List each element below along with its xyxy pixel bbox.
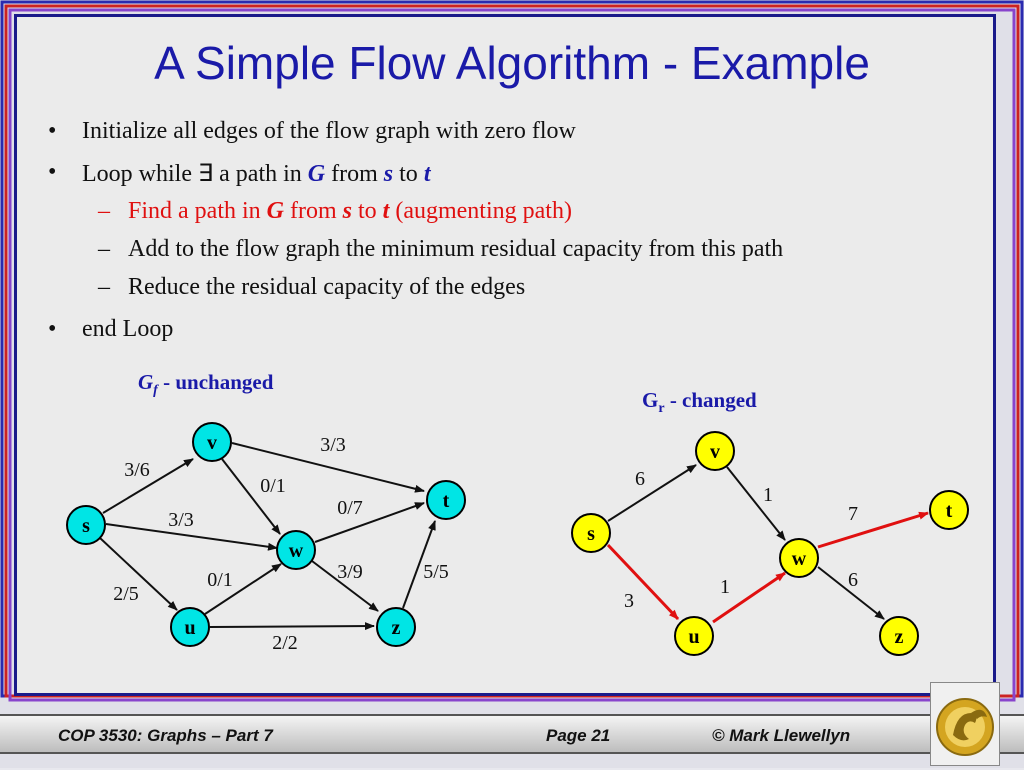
footer: COP 3530: Graphs – Part 7 Page 21 © Mark… xyxy=(0,700,1024,768)
edge-label: 2/2 xyxy=(272,632,298,654)
edge-w-t xyxy=(314,502,425,543)
bullet-text: Add to the flow graph the minimum residu… xyxy=(128,236,784,262)
edge-v-t xyxy=(231,442,425,493)
node-r-t xyxy=(929,490,969,530)
edge-label: 3 xyxy=(624,590,634,612)
slide-title: A Simple Flow Algorithm - Example xyxy=(154,37,870,89)
edge-label: 7 xyxy=(848,503,858,525)
footer-page: Page 21 xyxy=(546,726,611,745)
flow-graphs: v t s w u z v t s w u z 3/6 3/3 0/1 0/7 … xyxy=(66,422,969,656)
bullet-marker: • xyxy=(48,118,57,144)
graph-f-title: Gf - unchanged xyxy=(138,370,274,399)
bullet-marker: • xyxy=(48,316,57,342)
edge-label: 5/5 xyxy=(423,561,449,583)
node-r-v xyxy=(695,431,735,471)
footer-bar xyxy=(0,714,1024,754)
node-s xyxy=(66,505,106,545)
node-r-u xyxy=(674,616,714,656)
node-label: t xyxy=(946,500,953,522)
node-r-w xyxy=(779,538,819,578)
edge-u-z xyxy=(209,622,375,631)
node-r-z xyxy=(879,616,919,656)
node-label: v xyxy=(207,432,217,454)
edge-z-t xyxy=(402,520,436,609)
bullet-item: • Loop while ∃ a path in G from s to t xyxy=(48,159,968,189)
edge-label: 6 xyxy=(635,468,645,490)
sub-bullet-item: – Add to the flow graph the minimum resi… xyxy=(48,236,968,266)
edge-label: 6 xyxy=(848,569,858,591)
edge-label: 3/3 xyxy=(168,509,194,531)
sub-bullet-item: – Find a path in G from s to t (augmenti… xyxy=(48,198,968,228)
edge-label: 0/7 xyxy=(337,497,363,519)
graph-r-title: Gr - changed xyxy=(642,388,757,417)
bullet-item: • Initialize all edges of the flow graph… xyxy=(48,118,968,148)
edge-r-w-z xyxy=(817,566,885,620)
bullet-text: Reduce the residual capacity of the edge… xyxy=(128,274,526,300)
edge-label: 1 xyxy=(763,484,773,506)
dash-marker: – xyxy=(98,198,110,224)
bullet-text: Find a path in G from s to t (augmenting… xyxy=(128,198,572,224)
node-label: s xyxy=(587,523,595,545)
node-u xyxy=(170,607,210,647)
node-label: s xyxy=(82,515,90,537)
edge-label: 0/1 xyxy=(207,569,233,591)
sub-bullet-item: – Reduce the residual capacity of the ed… xyxy=(48,274,968,304)
edge-label: 1 xyxy=(720,576,730,598)
edge-r-s-u xyxy=(606,543,680,621)
edge-r-w-t xyxy=(817,511,929,549)
bullet-text: Loop while ∃ a path in G from s to t xyxy=(82,161,431,187)
node-label: u xyxy=(688,626,699,648)
node-label: t xyxy=(443,490,450,512)
dash-marker: – xyxy=(98,236,110,262)
dash-marker: – xyxy=(98,274,110,300)
node-label: u xyxy=(184,617,195,639)
node-label: v xyxy=(710,441,720,463)
node-w xyxy=(276,530,316,570)
node-r-s xyxy=(571,513,611,553)
node-z xyxy=(376,607,416,647)
edge-u-w xyxy=(204,563,282,615)
edge-label: 0/1 xyxy=(260,475,286,497)
node-label: w xyxy=(792,548,807,570)
bullet-text: Initialize all edges of the flow graph w… xyxy=(82,118,576,144)
node-v xyxy=(192,422,232,462)
node-label: z xyxy=(895,626,904,648)
edge-s-w xyxy=(105,523,278,551)
bullet-text: end Loop xyxy=(82,316,174,342)
edge-v-w xyxy=(221,458,281,535)
edge-label: 3/3 xyxy=(320,434,346,456)
edge-w-z xyxy=(311,560,379,612)
edge-s-u xyxy=(99,537,178,611)
bullet-marker: • xyxy=(48,159,57,185)
edge-label: 3/6 xyxy=(124,459,150,481)
edge-label: 2/5 xyxy=(113,583,139,605)
edge-r-s-v xyxy=(607,464,697,522)
node-t xyxy=(426,480,466,520)
bullet-item: • end Loop xyxy=(48,316,968,346)
footer-author: © Mark Llewellyn xyxy=(712,726,851,745)
edge-label: 3/9 xyxy=(337,561,363,583)
edge-r-v-w xyxy=(726,466,786,541)
slide-panel xyxy=(14,14,996,696)
footer-course: COP 3530: Graphs – Part 7 xyxy=(58,726,273,745)
node-label: w xyxy=(289,540,304,562)
edge-r-u-w xyxy=(712,571,786,624)
edge-s-v xyxy=(102,458,194,514)
logo-box xyxy=(930,682,1000,766)
node-label: z xyxy=(392,617,401,639)
pegasus-logo-icon xyxy=(936,698,994,756)
